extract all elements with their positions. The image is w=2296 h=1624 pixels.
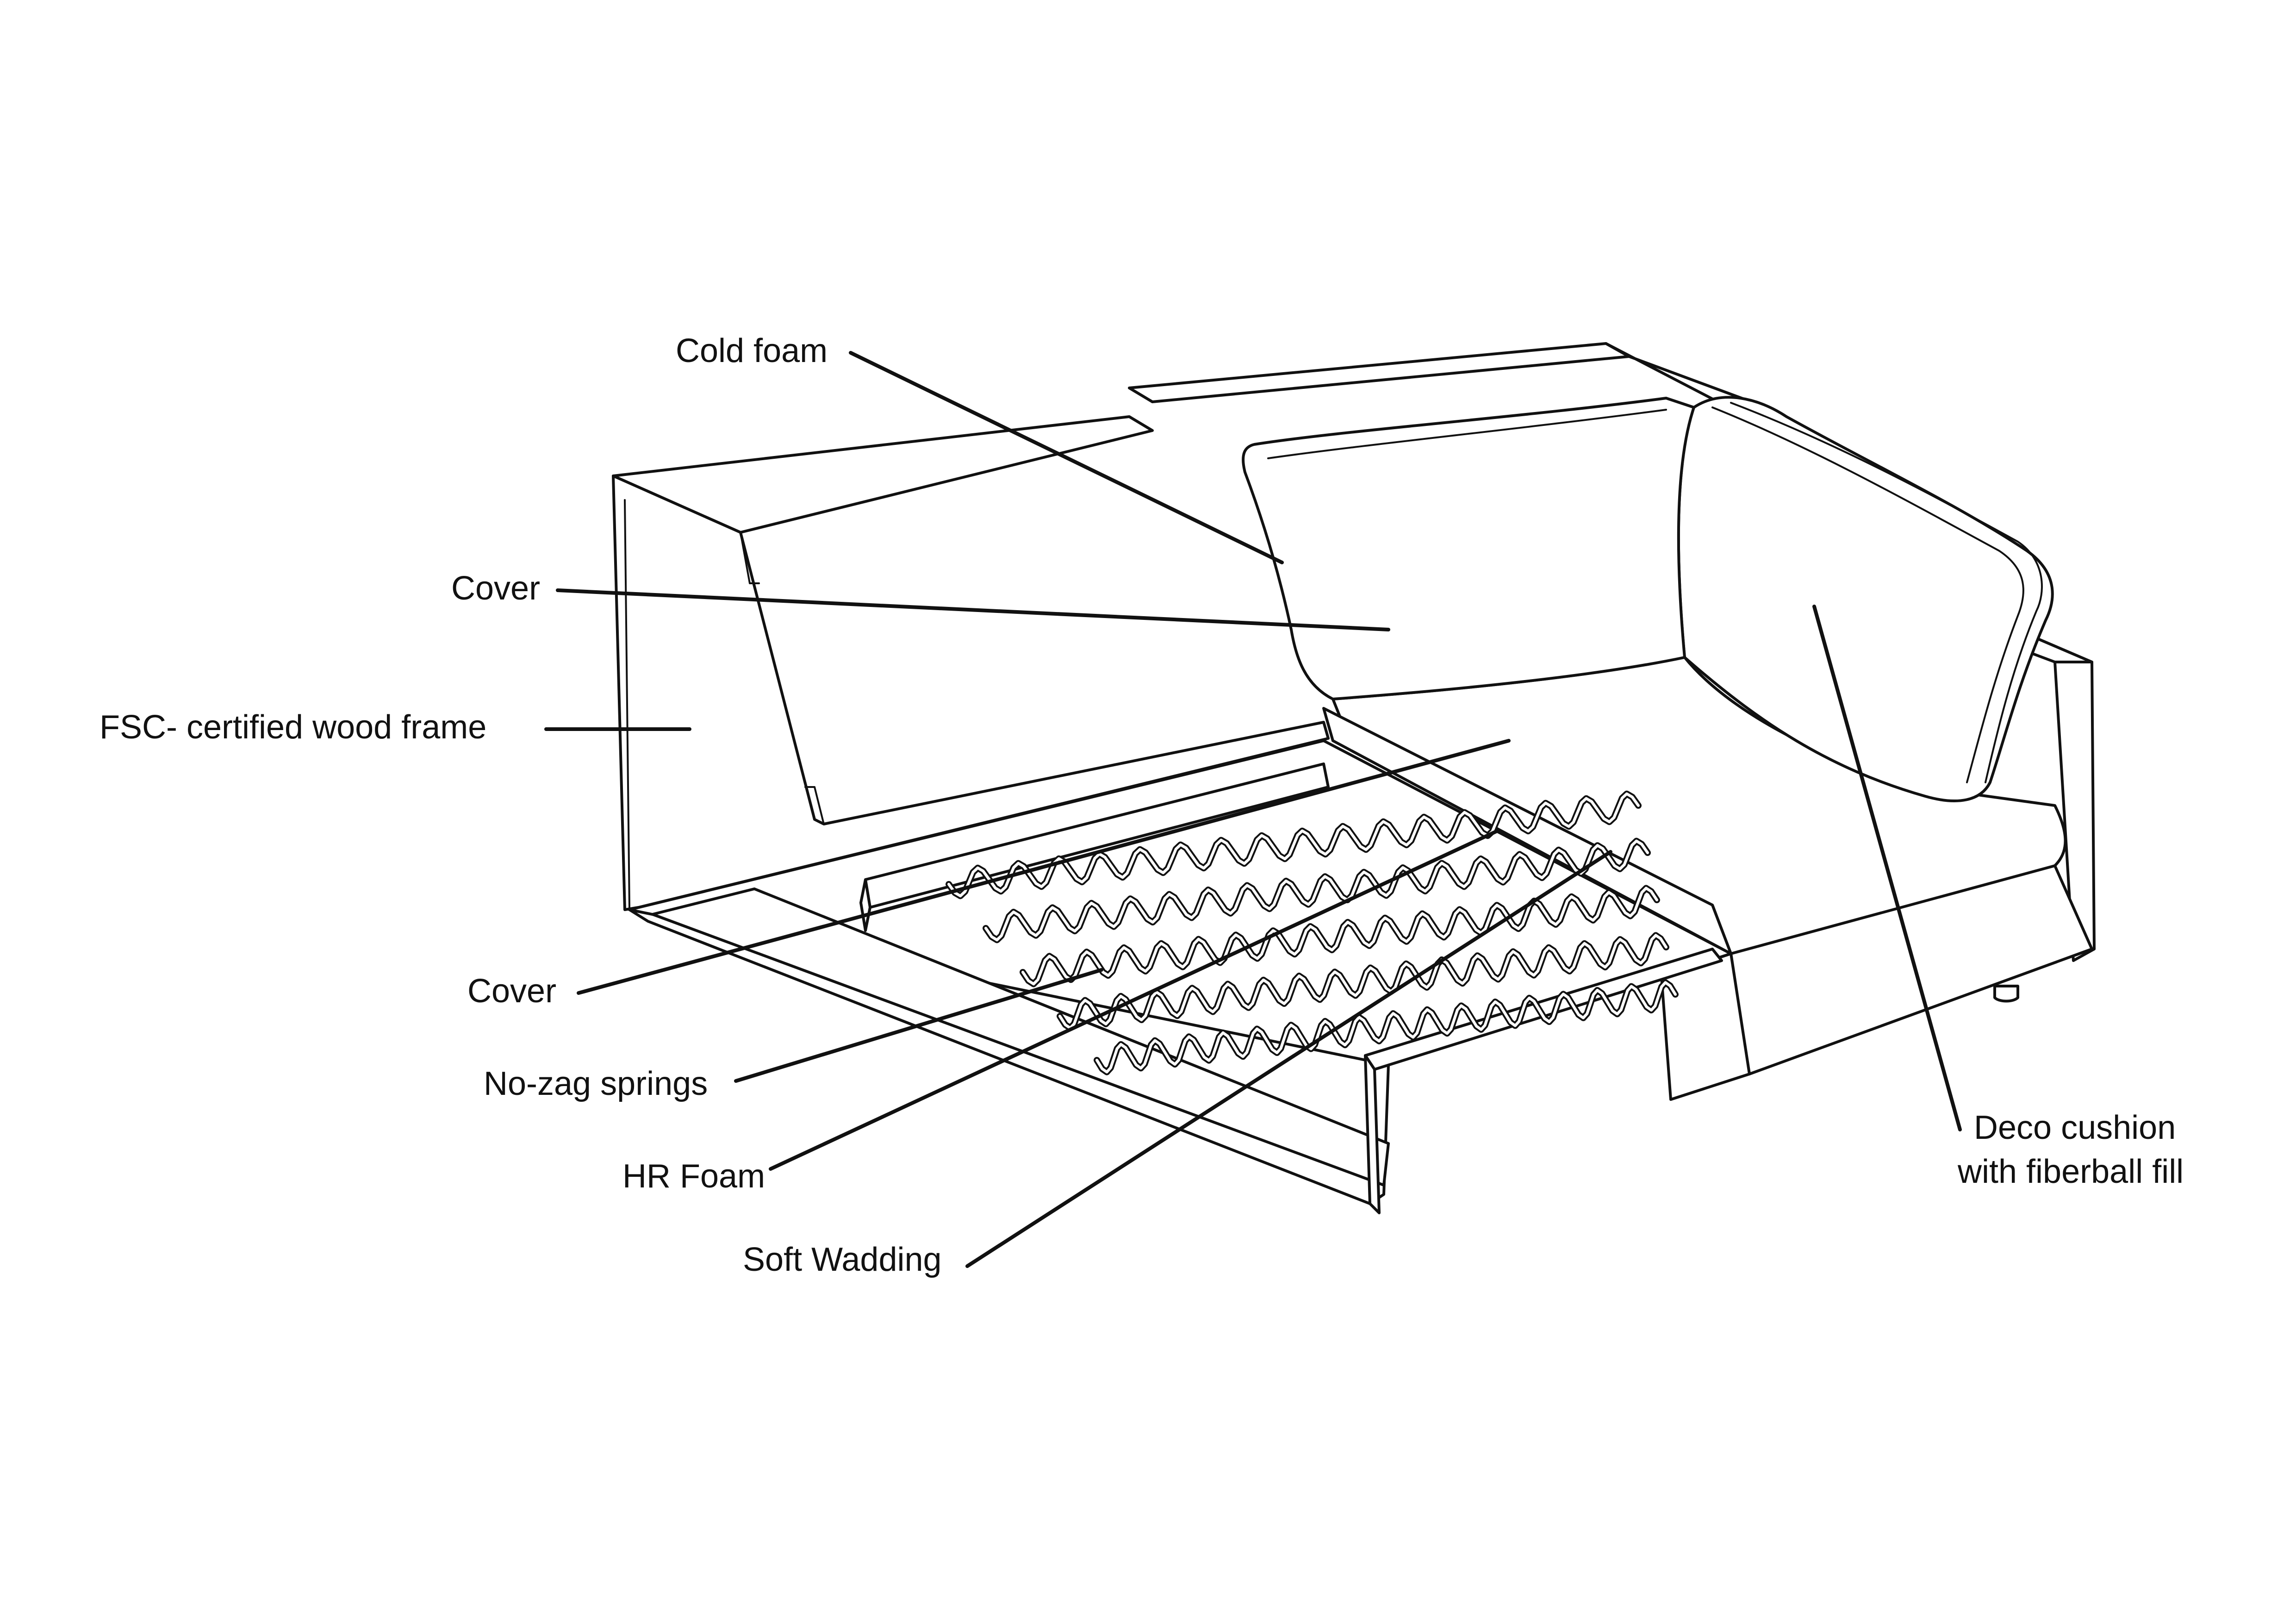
- label-wood-frame: FSC- certified wood frame: [100, 709, 486, 746]
- deco-cushion-seam: [1711, 406, 2024, 783]
- leader-lines: [544, 351, 1962, 1268]
- leader-deco-cushion: [1812, 605, 1962, 1131]
- back-cushion-seam: [1267, 409, 1667, 459]
- seat-base-inner-board: [651, 887, 1390, 1187]
- label-cold-foam: Cold foam: [676, 332, 828, 369]
- spring-frame-block-face: [859, 878, 871, 932]
- wood-frame-notch: [740, 531, 760, 584]
- label-springs: No-zag springs: [484, 1065, 708, 1102]
- corner-rail: [1605, 342, 1755, 405]
- label-cover-top: Cover: [451, 570, 540, 607]
- sofa-leg: [1993, 985, 2019, 1003]
- leader-cover-top: [556, 588, 1390, 631]
- sofa-illustration: [612, 342, 2096, 1214]
- leader-hr-foam: [769, 829, 1499, 1171]
- leader-soft-wadding: [965, 850, 1612, 1268]
- deco-cushion-seam-inner: [1730, 402, 2043, 783]
- spring-row-highlight: [1095, 981, 1677, 1074]
- leader-springs: [734, 968, 1103, 1083]
- front-rail-face: [1364, 1054, 1381, 1214]
- wood-frame-foot-notch: [804, 786, 825, 825]
- wood-frame-inner-edge: [624, 499, 630, 908]
- back-cushion: [1242, 397, 1695, 700]
- spring-row-highlight: [984, 839, 1649, 942]
- label-cover-bottom: Cover: [467, 973, 556, 1010]
- backrest-top-rail: [1128, 342, 1630, 403]
- labels: Cold foam Cover FSC- certified wood fram…: [100, 332, 2184, 1278]
- label-hr-foam: HR Foam: [622, 1158, 765, 1195]
- spring-row-highlight: [1021, 887, 1658, 986]
- label-soft-wadding: Soft Wadding: [743, 1241, 942, 1278]
- spring-row-highlight: [1058, 934, 1668, 1030]
- leader-cover-bottom: [577, 739, 1511, 995]
- label-deco-cushion-line1: Deco cushion: [1974, 1109, 2176, 1146]
- no-zag-springs: [946, 790, 1679, 1075]
- leader-cold-foam: [849, 351, 1284, 564]
- label-deco-cushion-line2: with fiberball fill: [1957, 1153, 2184, 1190]
